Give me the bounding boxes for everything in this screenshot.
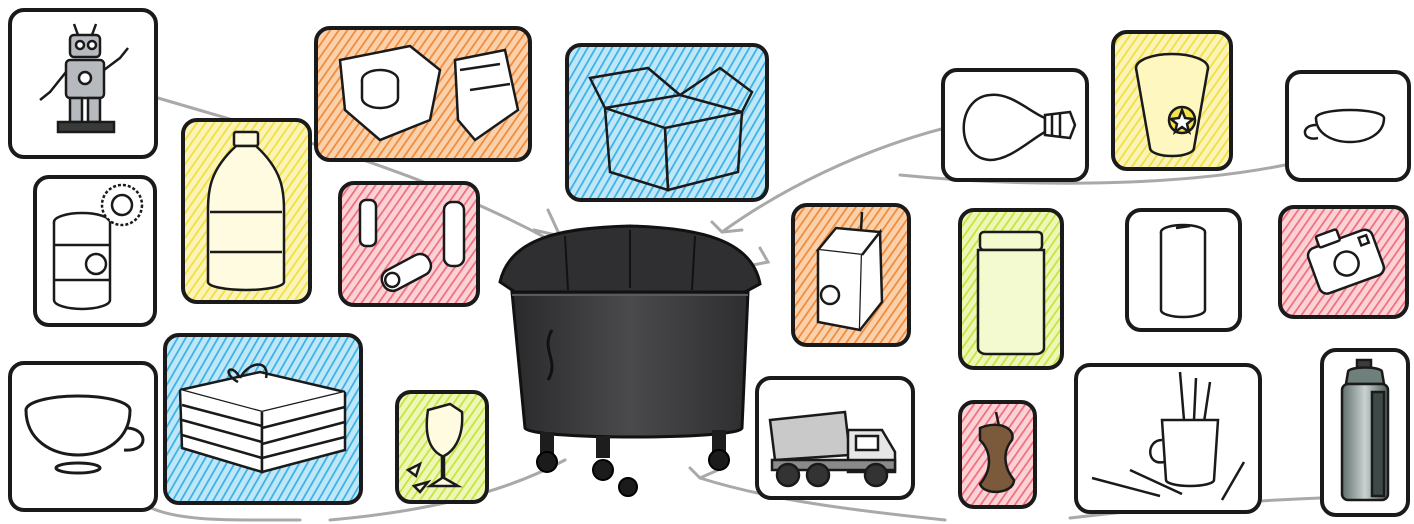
- card-juice-carton: [793, 205, 909, 345]
- card-robot-toy: [10, 10, 156, 157]
- container-wheel: [619, 478, 637, 496]
- card-tin-can: [35, 177, 155, 325]
- card-plastic-cup: [1113, 32, 1231, 169]
- container-wheel: [709, 450, 729, 470]
- container-wheel: [537, 452, 557, 472]
- soda-can-icon: [1161, 225, 1205, 317]
- card-soda-can: [1127, 210, 1240, 330]
- container-wheel: [593, 460, 613, 480]
- container-body: [512, 292, 748, 437]
- teacup-icon: [1305, 110, 1384, 142]
- spray-can-icon: [1342, 360, 1388, 500]
- connector-line: [145, 505, 300, 520]
- card-crumpled-paper: [316, 28, 530, 160]
- card-toy-camera: [1280, 207, 1407, 317]
- jar-icon: [978, 232, 1044, 354]
- card-toy-truck: [757, 378, 913, 498]
- card-broken-glass: [397, 392, 487, 502]
- card-apple-core: [960, 402, 1035, 507]
- card-light-bulb: [943, 70, 1087, 180]
- connector-line: [534, 210, 560, 236]
- card-bowl: [10, 363, 156, 510]
- waste-container: [500, 226, 760, 496]
- card-newspaper-stack: [165, 335, 361, 503]
- card-spray-can: [1322, 350, 1408, 515]
- card-pencil-holder: [1076, 365, 1260, 512]
- card-plastic-bottle: [183, 120, 310, 302]
- card-glass-jar: [960, 210, 1062, 368]
- card-cardboard-box: [567, 45, 767, 200]
- card-batteries: [340, 183, 478, 305]
- card-tea-cup: [1287, 72, 1409, 180]
